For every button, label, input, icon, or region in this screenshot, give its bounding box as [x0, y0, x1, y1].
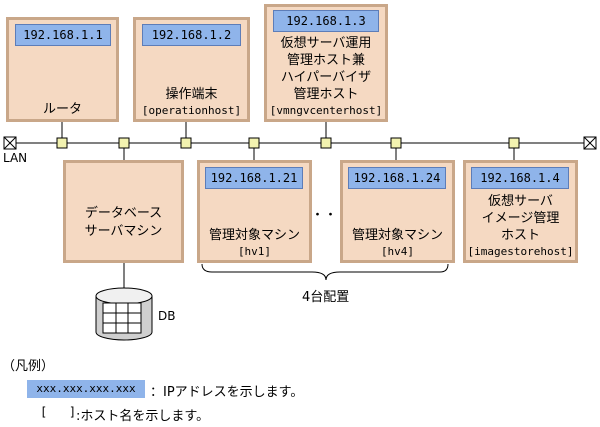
host-name: [vmngvcenterhost] — [269, 104, 383, 117]
connector — [320, 137, 332, 149]
node-label-line: サーバマシン — [84, 224, 163, 239]
host-name: [hv4] — [380, 245, 415, 258]
hv1-node: 192.168.1.21 管理対象マシン [hv1] — [197, 160, 312, 263]
database-node: データベース サーバマシン — [63, 160, 184, 263]
host-name: [imagestorehost] — [467, 245, 574, 258]
lan-terminator-left — [3, 136, 17, 150]
ip-address: 192.168.1.21 — [205, 167, 303, 189]
hv4-node: 192.168.1.24 管理対象マシン [hv4] — [340, 160, 455, 263]
vcenter-node: 192.168.1.3 仮想サーバ運用 管理ホスト兼 ハイパーバイザ 管理ホスト… — [264, 4, 388, 122]
host-name: [hv1] — [237, 245, 272, 258]
node-label-line: 管理ホスト兼 — [286, 53, 365, 68]
connector — [56, 137, 68, 149]
connector — [508, 137, 520, 149]
legend-host-sample: [ ] — [40, 405, 77, 419]
ip-address: 192.168.1.1 — [15, 24, 111, 46]
node-label-line: 仮想サーバ — [488, 194, 553, 209]
node-label: 管理対象マシン — [208, 228, 300, 243]
connector — [118, 137, 130, 149]
legend-title: （凡例） — [2, 359, 55, 374]
ip-address: 192.168.1.3 — [273, 10, 379, 32]
node-label-line: イメージ管理 — [481, 211, 560, 226]
host-name: [operationhost] — [141, 104, 242, 117]
node-label: 操作端末 — [165, 87, 218, 102]
group-label: 4台配置 — [302, 290, 350, 305]
node-label-line: ハイパーバイザ — [280, 70, 372, 85]
node-label: ルータ — [42, 102, 82, 117]
database-icon — [95, 287, 153, 341]
legend-ip-sample: xxx.xxx.xxx.xxx — [27, 380, 145, 398]
ip-address: 192.168.1.24 — [348, 167, 446, 189]
legend-host-description: :ホスト名を示します。 — [76, 409, 210, 424]
lan-label: LAN — [3, 151, 28, 165]
node-label-line: 仮想サーバ運用 — [280, 36, 372, 51]
legend-ip-description: ：IPアドレスを示します。 — [150, 385, 304, 400]
connector — [248, 137, 260, 149]
node-label-line: 管理ホスト — [293, 87, 359, 102]
router-node: 192.168.1.1 ルータ — [6, 17, 119, 122]
node-label: 管理対象マシン — [351, 228, 443, 243]
connector — [390, 137, 402, 149]
group-bracket — [201, 263, 449, 281]
node-label-line: データベース — [84, 206, 163, 221]
node-label-line: ホスト — [500, 228, 540, 243]
db-label: DB — [158, 309, 176, 323]
connector — [180, 137, 192, 149]
ip-address: 192.168.1.4 — [471, 167, 569, 189]
imagestore-node: 192.168.1.4 仮想サーバ イメージ管理 ホスト [imagestore… — [463, 160, 578, 263]
ip-address: 192.168.1.2 — [142, 24, 241, 46]
lan-terminator-right — [583, 136, 597, 150]
operation-node: 192.168.1.2 操作端末 [operationhost] — [133, 17, 250, 122]
